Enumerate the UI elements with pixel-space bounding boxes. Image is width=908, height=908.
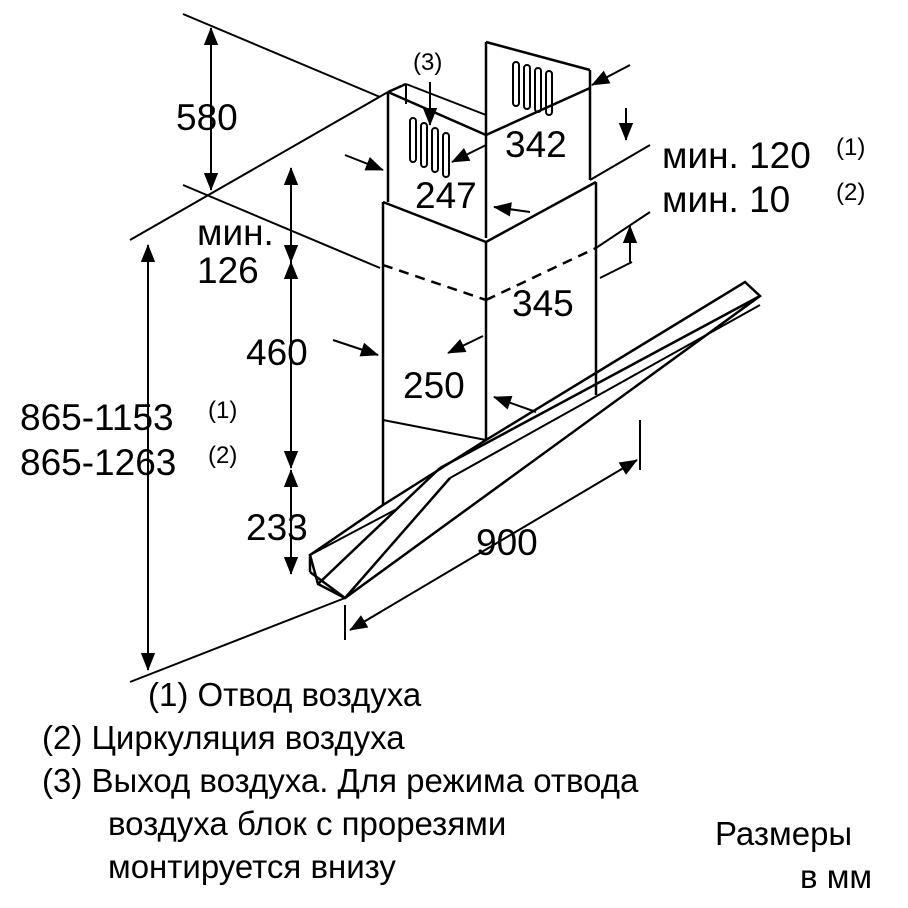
lower-chimney: [381, 180, 598, 505]
legend-item-1: (1) Отвод воздуха: [148, 676, 422, 713]
dim-chimney-depth: 247: [415, 175, 477, 216]
legend-item-3-line3: монтируется внизу: [108, 848, 396, 885]
mounting-line: [382, 246, 597, 302]
superscript-1b: (1): [836, 134, 865, 161]
superscript-2b: (2): [836, 179, 865, 206]
legend-item-3-line2: воздуха блок с прорезями: [108, 805, 506, 842]
dim-lower-chimney-height: 460: [246, 332, 308, 373]
upper-chimney: [386, 40, 592, 238]
dim-chimney-height: 580: [176, 97, 238, 138]
dim-chimney-width: 342: [505, 124, 567, 165]
legend-item-2: (2) Циркуляция воздуха: [42, 719, 405, 756]
dim-hood-height: 233: [246, 507, 308, 548]
dim-min-gap: 126: [197, 250, 259, 291]
dim-hood-width: 900: [476, 522, 538, 563]
outlet-marker: (3): [413, 49, 442, 76]
dim-total-height-1: 865-1153: [20, 397, 174, 438]
units-label-line2: в мм: [800, 858, 872, 895]
dimension-lines: [129, 13, 651, 683]
outlet-slots: [409, 61, 553, 178]
units-label-line1: Размеры: [715, 815, 852, 852]
dim-min-label: мин.: [197, 212, 274, 253]
dim-lower-chimney-width: 345: [512, 283, 574, 324]
superscript-1a: (1): [208, 397, 237, 424]
dim-ceiling-gap-2: мин. 10: [662, 179, 790, 220]
superscript-2a: (2): [208, 442, 237, 469]
dim-ceiling-gap-1: мин. 120: [662, 135, 811, 176]
dim-total-height-2: 865-1263: [20, 442, 176, 483]
dim-lower-chimney-depth: 250: [403, 365, 465, 406]
legend-item-3-line1: (3) Выход воздуха. Для режима отвода: [42, 762, 639, 799]
